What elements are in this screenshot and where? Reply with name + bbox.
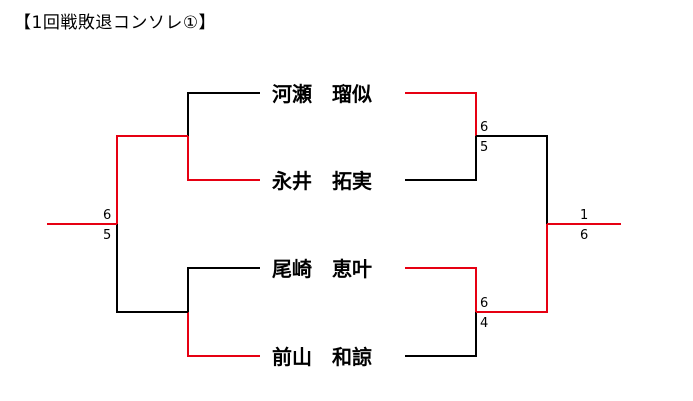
player-4-name: 前山 和諒 <box>272 345 372 369</box>
page-title: 【1回戦敗退コンソレ①】 <box>14 13 217 33</box>
right-line-player2 <box>405 136 477 181</box>
left-line-player3 <box>187 267 260 312</box>
score-left-top: 6 <box>103 208 112 223</box>
score-left-bottom: 5 <box>103 228 112 243</box>
left-line-player1 <box>187 92 260 136</box>
score-right-bottom-upper: 6 <box>480 296 489 311</box>
left-bracket <box>47 92 260 357</box>
right-line-top-pair <box>476 135 548 224</box>
score-right-bottom-lower: 4 <box>480 316 489 331</box>
player-1-name: 河瀬 瑠似 <box>272 82 372 106</box>
left-line-top-pair <box>116 135 188 224</box>
score-right-top-lower: 5 <box>480 140 489 155</box>
right-line-player1 <box>405 92 477 136</box>
player-2-name: 永井 拓実 <box>272 169 372 193</box>
left-line-player2 <box>187 136 260 181</box>
score-right-final-upper: 1 <box>580 208 589 223</box>
right-line-bottom-pair <box>476 224 548 313</box>
score-right-top-upper: 6 <box>480 120 489 135</box>
left-line-player4 <box>187 312 260 357</box>
player-3-name: 尾崎 恵叶 <box>272 257 372 281</box>
score-right-final-lower: 6 <box>580 228 589 243</box>
right-line-player3 <box>405 267 477 312</box>
right-bracket <box>405 92 621 357</box>
left-line-bottom-pair <box>116 224 188 313</box>
right-line-player4 <box>405 312 477 357</box>
